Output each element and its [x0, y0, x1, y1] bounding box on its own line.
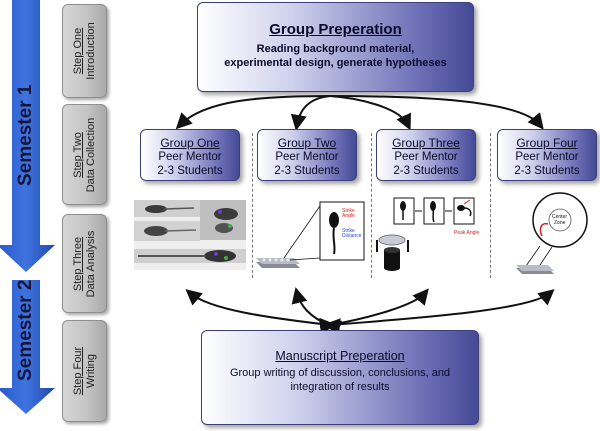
- group-one-mentor: Peer Mentor: [158, 151, 222, 163]
- strike-distance-label: Strike: [342, 228, 355, 234]
- arrow-to-group-two: [290, 95, 331, 131]
- arrow-to-group-three: [329, 95, 411, 131]
- group-four-mentor: Peer Mentor: [515, 151, 579, 163]
- group-two-name: Group Two: [277, 136, 337, 150]
- manuscript-desc-line2: integration of results: [290, 381, 390, 393]
- arrow-manuscript-group-three: [318, 288, 429, 335]
- group-one-students: 2-3 Students: [157, 165, 223, 177]
- group-two-students: 2-3 Students: [274, 165, 340, 177]
- group-preparation-title: Group Preperation: [269, 21, 402, 38]
- divider-3: [490, 133, 491, 278]
- semester-1-arrow: [0, 0, 55, 414]
- group-two-mentor: Peer Mentor: [275, 151, 339, 163]
- group-four-students: 2-3 Students: [514, 165, 580, 177]
- arrow-to-group-four: [329, 95, 544, 130]
- group-three-students: 2-3 Students: [393, 165, 459, 177]
- manuscript-title: Manuscript Preperation: [275, 349, 405, 363]
- strike-angle-label-2: Angle: [342, 213, 355, 219]
- group-three-name: Group Three: [392, 136, 460, 150]
- group-one-box: Group One Peer Mentor 2-3 Students: [140, 129, 240, 181]
- strike-distance-label-2: Distance: [342, 233, 362, 239]
- group-preparation-box: Group Preperation Reading background mat…: [197, 2, 474, 92]
- group-four-illustration: Center Zone: [516, 192, 588, 274]
- semester-2-arrow: [0, 280, 55, 414]
- group-preparation-desc-line1: Reading background material,: [256, 43, 415, 55]
- group-one-tadpole-photos: [134, 200, 246, 270]
- group-two-illustration: Strike Angle Strike Distance: [256, 201, 365, 268]
- arrow-manuscript-group-four: [319, 289, 555, 334]
- arrow-to-group-one: [175, 95, 331, 130]
- group-two-box: Group Two Peer Mentor 2-3 Students: [257, 129, 357, 181]
- center-zone-label: Center: [552, 214, 567, 220]
- group-preparation-desc-line2: experimental design, generate hypotheses: [224, 57, 447, 69]
- group-three-illustration: Peak Angle: [376, 197, 480, 271]
- group-four-box: Group Four Peer Mentor 2-3 Students: [497, 129, 597, 181]
- strike-angle-label: Strike: [342, 208, 355, 214]
- group-four-name: Group Four: [516, 136, 578, 150]
- divider-1: [252, 133, 253, 278]
- arrow-manuscript-group-two: [291, 287, 343, 336]
- center-zone-label-2: Zone: [554, 220, 566, 226]
- arrow-manuscript-group-one: [185, 289, 341, 335]
- group-three-mentor: Peer Mentor: [394, 151, 458, 163]
- group-one-name: Group One: [160, 136, 220, 150]
- divider-2: [371, 133, 372, 278]
- peak-angle-label: Peak Angle: [454, 230, 480, 236]
- group-three-box: Group Three Peer Mentor 2-3 Students: [376, 129, 476, 181]
- manuscript-preparation-box: Manuscript Preperation Group writing of …: [201, 330, 479, 425]
- manuscript-desc-line1: Group writing of discussion, conclusions…: [229, 367, 451, 379]
